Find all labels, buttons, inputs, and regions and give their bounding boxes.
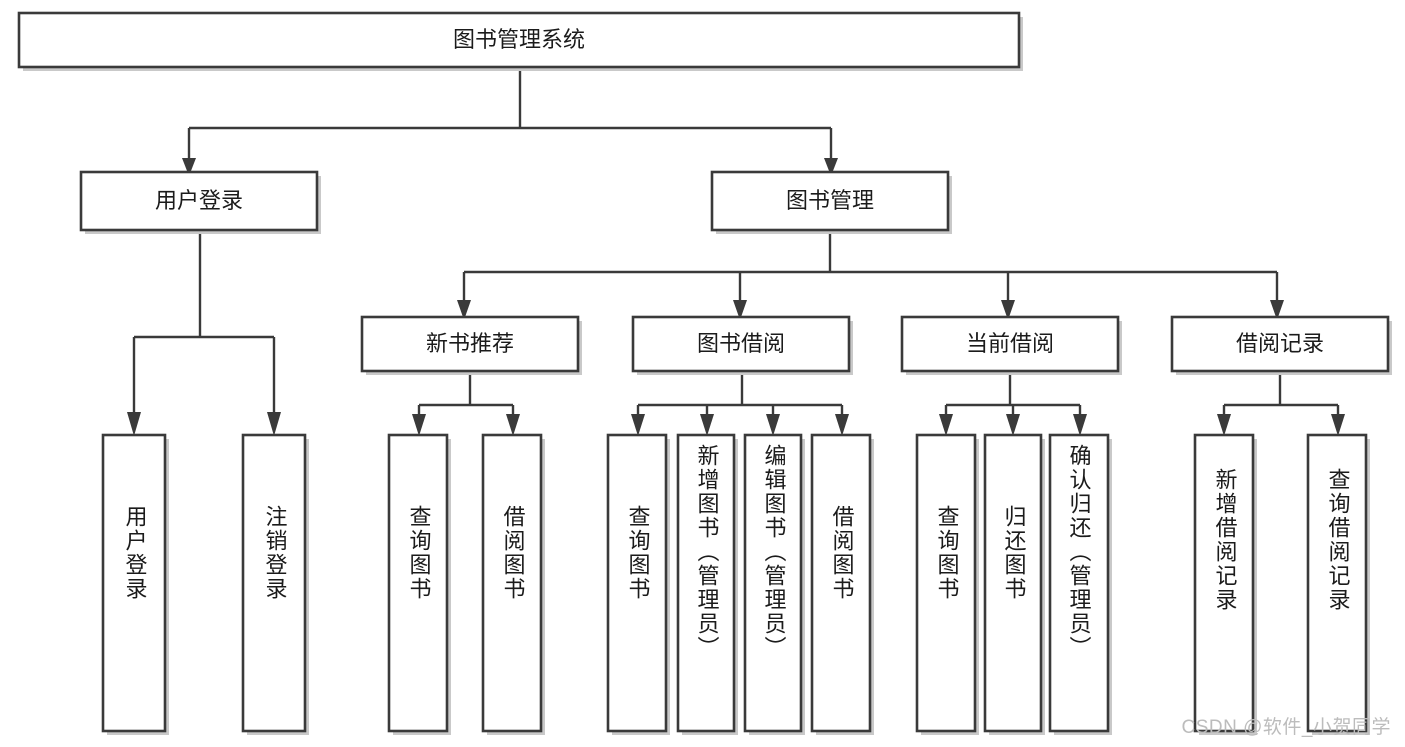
borrow-record-label: 借阅记录 <box>1236 331 1324 356</box>
new-book-rec-label: 新书推荐 <box>426 331 514 356</box>
arrow-to-leaf-add-book <box>700 414 714 436</box>
node-leaf-query-book-1[interactable] <box>387 433 449 733</box>
node-root[interactable] <box>17 11 1021 69</box>
csdn-watermark: CSDN @软件_小贺同学 <box>1181 717 1391 738</box>
arrow-to-leaf-query-book-3 <box>939 414 953 436</box>
arrow-to-borrow-record <box>1270 300 1284 320</box>
node-leaf-query-book-2[interactable] <box>606 433 668 733</box>
arrow-to-leaf-query-record <box>1331 414 1345 436</box>
node-leaf-query-record[interactable] <box>1306 433 1368 733</box>
arrow-to-new-book-rec <box>457 300 471 320</box>
current-borrow-label: 当前借阅 <box>966 331 1054 356</box>
node-new-book-rec[interactable] <box>360 315 580 373</box>
node-book-manage[interactable] <box>710 170 950 232</box>
node-leaf-borrow-book-2[interactable] <box>810 433 872 733</box>
connector-layer <box>127 70 1345 436</box>
book-borrow-label: 图书借阅 <box>697 331 785 356</box>
node-leaf-logout[interactable] <box>241 433 307 733</box>
node-leaf-edit-book[interactable] <box>743 433 803 733</box>
arrow-to-leaf-borrow-book-2 <box>835 414 849 436</box>
root-label: 图书管理系统 <box>453 27 585 52</box>
arrow-to-book-manage <box>824 158 838 176</box>
arrow-to-leaf-user-login <box>127 412 141 436</box>
node-leaf-add-book[interactable] <box>676 433 736 733</box>
node-leaf-add-record[interactable] <box>1193 433 1255 733</box>
node-current-borrow[interactable] <box>900 315 1120 373</box>
arrow-to-leaf-logout <box>267 412 281 436</box>
user-login-label: 用户登录 <box>155 188 243 213</box>
book-manage-label: 图书管理 <box>786 188 874 213</box>
arrow-to-leaf-add-record <box>1217 414 1231 436</box>
node-user-login[interactable] <box>79 170 319 232</box>
arrow-to-leaf-query-book-1 <box>412 414 426 436</box>
node-leaf-confirm-return[interactable] <box>1048 433 1110 733</box>
arrow-to-leaf-confirm-return <box>1073 414 1087 436</box>
node-borrow-record[interactable] <box>1170 315 1390 373</box>
node-leaf-borrow-book-1[interactable] <box>481 433 543 733</box>
arrow-to-leaf-query-book-2 <box>631 414 645 436</box>
arrow-to-user-login <box>182 158 196 176</box>
arrow-to-leaf-return-book <box>1006 414 1020 436</box>
node-leaf-user-login[interactable] <box>101 433 167 733</box>
arrow-to-leaf-edit-book <box>766 414 780 436</box>
arrow-to-book-borrow <box>733 300 747 320</box>
node-leaf-query-book-3[interactable] <box>915 433 977 733</box>
arrow-to-current-borrow <box>1001 300 1015 320</box>
node-book-borrow[interactable] <box>631 315 851 373</box>
node-leaf-return-book[interactable] <box>983 433 1043 733</box>
arrow-to-leaf-borrow-book-1 <box>506 414 520 436</box>
node-layer: 图书管理系统 用户登录 图书管理 新书推荐 图书借阅 当前借阅 借阅记录 <box>17 11 1392 735</box>
